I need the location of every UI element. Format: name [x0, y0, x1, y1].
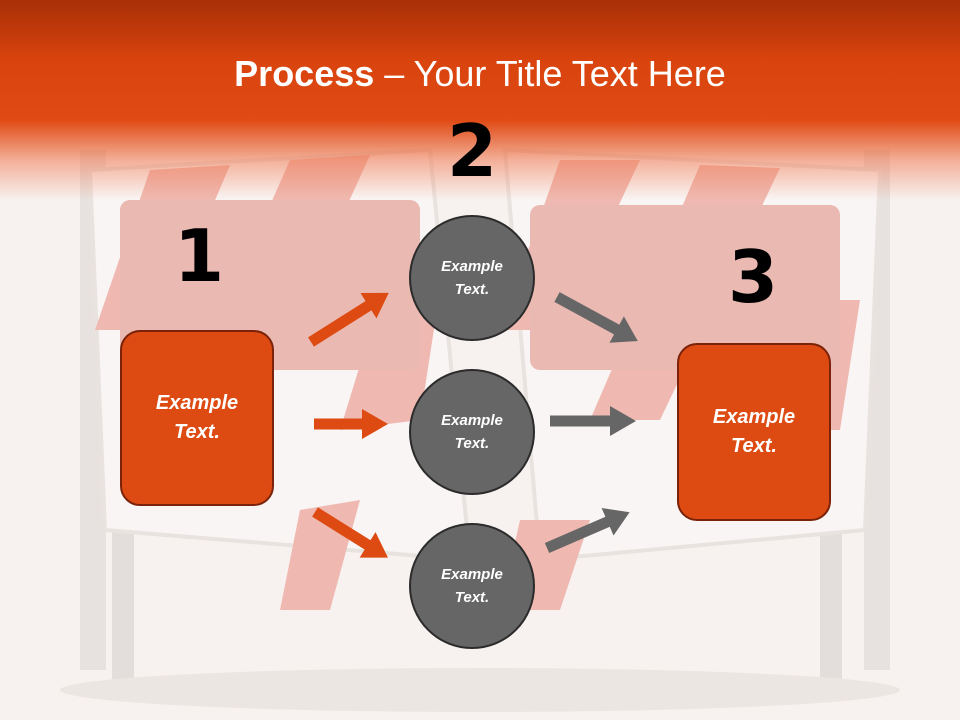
step-number-1: 1 — [173, 214, 225, 298]
step-2-circle-top[interactable]: Example Text. — [409, 215, 535, 341]
arrow-1-to-top — [308, 292, 389, 347]
arrow-middle-to-3 — [550, 406, 636, 436]
page-title: Process – Your Title Text Here — [0, 52, 960, 96]
step-1-box[interactable]: Example Text. — [120, 330, 274, 506]
arrow-top-to-3 — [554, 292, 638, 343]
title-rest: – Your Title Text Here — [374, 53, 726, 94]
step-1-text: Example Text. — [155, 392, 239, 443]
title-bold: Process — [234, 53, 375, 94]
step-number-3: 3 — [727, 235, 779, 319]
title-banner — [0, 0, 960, 200]
step-2-circle-bottom[interactable]: Example Text. — [409, 523, 535, 649]
arrow-bottom-to-3 — [544, 508, 630, 554]
step-3-text: Example Text. — [712, 406, 796, 457]
arrow-1-to-middle — [314, 409, 388, 439]
step-number-2: 2 — [446, 109, 498, 193]
step-2-circle-middle-text: Example Text. — [441, 412, 503, 452]
arrow-1-to-bottom — [312, 507, 388, 558]
step-2-circle-middle[interactable]: Example Text. — [409, 369, 535, 495]
step-2-circle-top-text: Example Text. — [441, 258, 503, 298]
step-2-circle-bottom-text: Example Text. — [441, 566, 503, 606]
step-3-box[interactable]: Example Text. — [677, 343, 831, 521]
